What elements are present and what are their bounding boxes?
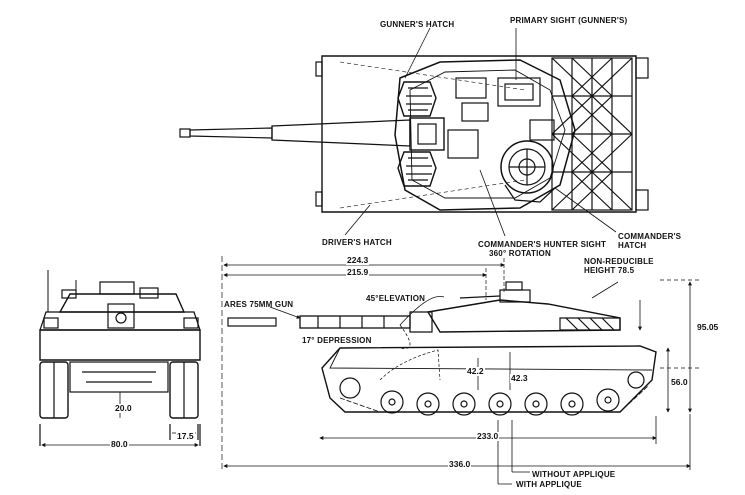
dim-42-2: 42.2 — [466, 366, 485, 376]
side-view — [221, 256, 700, 485]
gun-label: ARES 75MM GUN — [224, 300, 294, 309]
dim-42-3: 42.3 — [510, 373, 529, 383]
road-wheels — [339, 371, 645, 416]
top-view — [179, 27, 649, 237]
gun-barrel-side — [227, 311, 433, 333]
dim-56-0: 56.0 — [670, 377, 689, 387]
elevation-label: 45°ELEVATION — [366, 294, 426, 303]
dim-80-0: 80.0 — [110, 439, 129, 449]
with-applique-label: WITH APPLIQUE — [516, 480, 582, 489]
dim-336-0: 336.0 — [448, 459, 472, 469]
depression-label: 17° DEPRESSION — [302, 336, 372, 345]
dim-224-3: 224.3 — [346, 255, 370, 265]
commanders-hatch-label-2: HATCH — [618, 241, 647, 250]
dim-17-5: 17.5 — [176, 431, 195, 441]
engine-grille — [551, 57, 633, 211]
gun-barrel-top — [179, 119, 411, 147]
drivers-hatch-label: DRIVER'S HATCH — [322, 238, 392, 247]
dim-233-0: 233.0 — [476, 431, 500, 441]
dim-20-0: 20.0 — [114, 403, 133, 413]
non-reducible-height-label: HEIGHT 78.5 — [584, 266, 635, 275]
gunners-hatch-label: GUNNER'S HATCH — [380, 20, 455, 29]
without-applique-label: WITHOUT APPLIQUE — [532, 470, 616, 479]
rotation-label: 360° ROTATION — [489, 249, 551, 258]
gunner-hatch-shape — [397, 81, 437, 187]
commanders-hatch-label: COMMANDER'S — [618, 232, 682, 241]
non-reducible-label: NON-REDUCIBLE — [584, 257, 654, 266]
dim-95-05: 95.05 — [696, 322, 720, 332]
front-view — [39, 270, 201, 447]
commanders-hunter-sight-label: COMMANDER'S HUNTER SIGHT — [478, 240, 607, 249]
primary-sight-label: PRIMARY SIGHT (GUNNER'S) — [510, 16, 628, 25]
dim-215-9: 215.9 — [346, 267, 370, 277]
